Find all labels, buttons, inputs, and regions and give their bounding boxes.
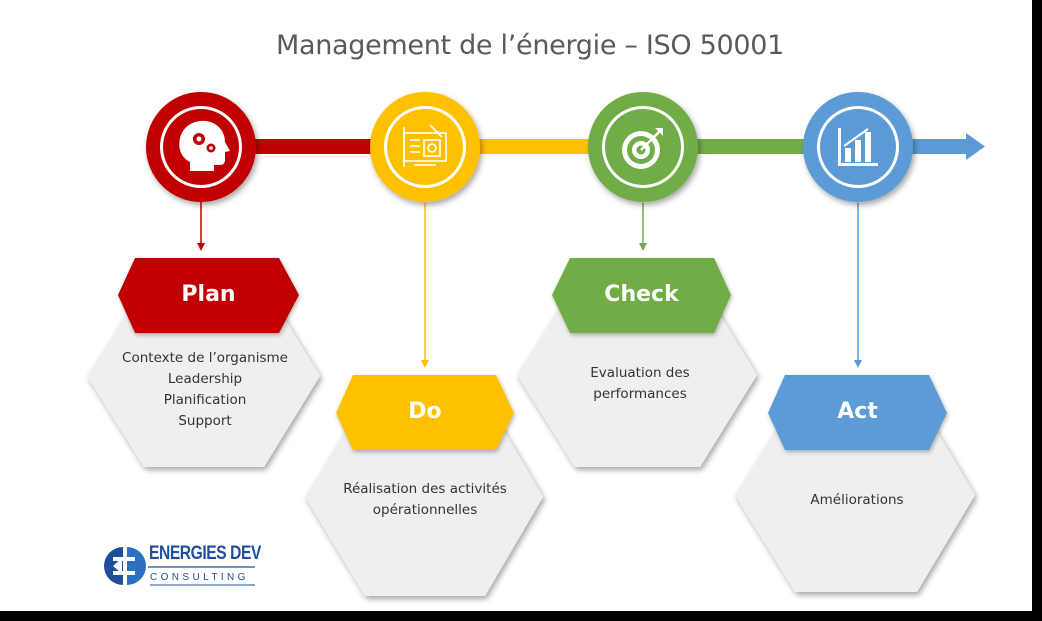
pdca-diagram <box>87 92 985 596</box>
logo-line2: CONSULTING <box>150 572 249 583</box>
step-text-plan: Contexte de l’organisme Leadership Plani… <box>105 348 305 432</box>
step-text-line: Planification <box>163 392 247 408</box>
hex-do-label <box>336 375 514 450</box>
step-text-line: Leadership <box>167 371 243 387</box>
step-text-line: opérationnelles <box>372 502 478 518</box>
diagram-title: Management de l’énergie – ISO 50001 <box>275 30 785 61</box>
step-text-line: Contexte de l’organisme <box>122 350 288 366</box>
blueprint-icon <box>403 124 447 167</box>
step-text-do: Réalisation des activités opérationnelle… <box>325 479 525 521</box>
step-text-check: Evaluation des performances <box>540 363 740 405</box>
arrow-act <box>854 203 862 368</box>
arrow-check <box>639 203 647 251</box>
logo-line1: ENERGIES DEV <box>149 543 261 564</box>
step-label-plan: Plan <box>181 282 236 307</box>
hex-plan-label <box>118 258 299 333</box>
step-text-act: Améliorations <box>757 490 957 511</box>
circle-do <box>370 92 480 202</box>
target-icon <box>622 128 663 169</box>
step-label-act: Act <box>837 399 878 424</box>
energies-dev-logo-icon <box>104 547 255 586</box>
bar-plan <box>200 139 425 154</box>
step-text-line: Réalisation des activités <box>343 481 507 497</box>
hex-act-label <box>768 375 947 450</box>
head-gears-icon <box>179 120 230 171</box>
step-text-line: Support <box>178 413 232 429</box>
hex-check-label <box>552 258 731 333</box>
arrow-plan <box>197 200 205 251</box>
step-label-do: Do <box>408 399 442 424</box>
step-text-line: Améliorations <box>810 492 904 508</box>
step-label-check: Check <box>604 282 679 307</box>
arrow-do <box>421 203 429 368</box>
step-text-line: performances <box>593 386 687 402</box>
bar-chart-icon <box>838 128 878 166</box>
step-text-line: Evaluation des <box>590 365 690 381</box>
slide: Management de l’énergie – ISO 50001 <box>0 0 1032 611</box>
